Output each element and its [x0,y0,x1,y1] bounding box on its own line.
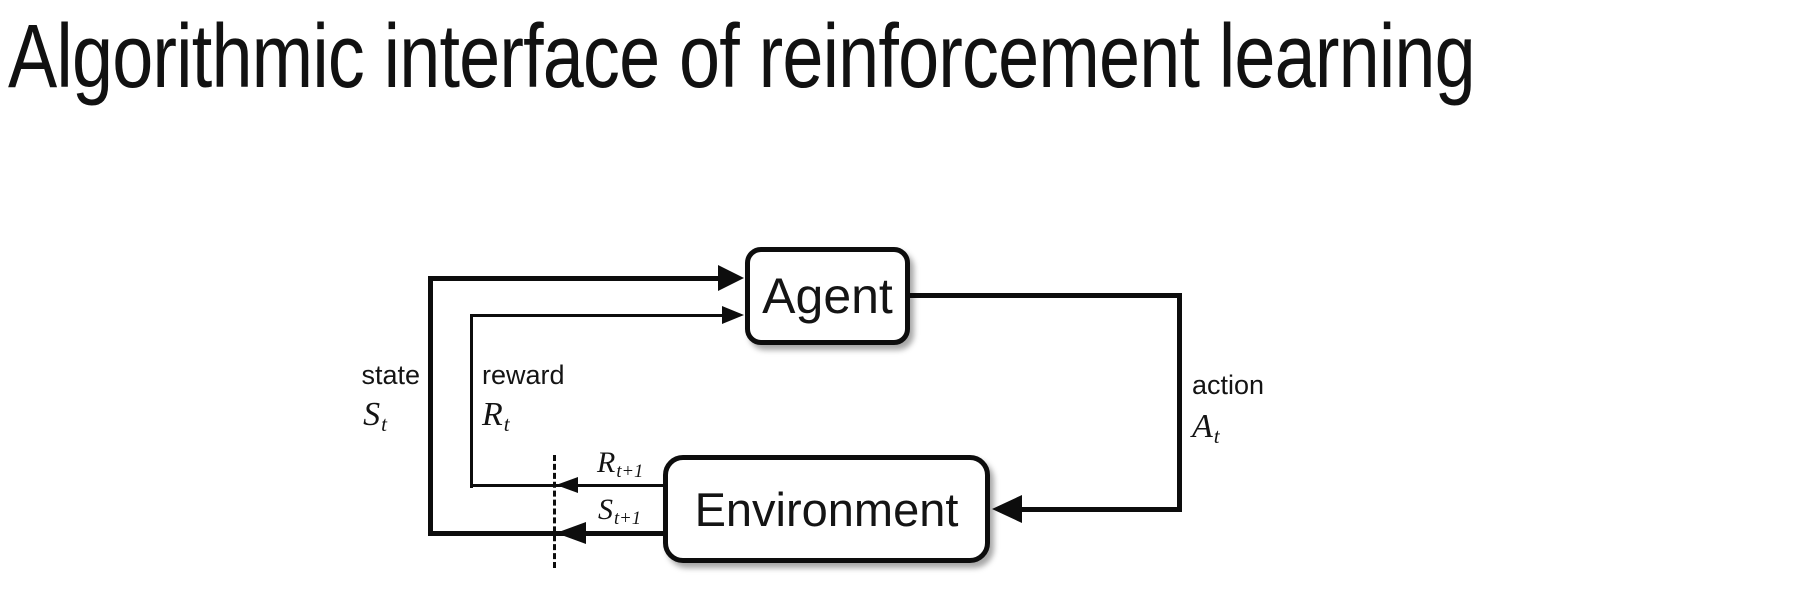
arrowhead-left-icon [556,522,586,544]
action-label: action [1192,370,1265,400]
arrowhead-left-icon [556,477,578,493]
action-path-top-segment [905,293,1182,298]
reward-subscript: t [503,411,510,436]
action-path-right-segment [1177,293,1182,512]
environment-node-label: Environment [694,482,959,536]
arrowhead-left-icon [992,495,1022,523]
action-subscript: t [1213,423,1220,448]
action-symbol: At [1192,408,1220,448]
next-reward-subscript: t+1 [616,461,644,483]
next-state-subscript: t+1 [614,508,642,530]
state-subscript: t [381,411,387,436]
action-path-bottom-segment [1016,507,1182,512]
reward-label: reward [482,360,565,390]
state-path-left-segment [428,276,433,536]
state-path-bottom-segment [428,531,668,536]
state-label: state [361,360,420,390]
arrowhead-right-icon [718,265,744,291]
state-path-top-segment [428,276,720,281]
slide-title: Algorithmic interface of reinforcement l… [8,7,1476,107]
next-state-symbol: St+1 [598,493,642,530]
state-symbol: St [363,396,387,436]
next-reward-symbol: Rt+1 [597,446,644,483]
timestep-dashed-line [553,455,556,568]
reward-path-top-segment [470,314,724,317]
agent-node-label: Agent [762,268,893,324]
environment-node: Environment [663,455,990,563]
reward-path-left-segment [470,314,473,488]
reward-symbol: Rt [482,396,510,436]
arrowhead-right-icon [722,306,744,324]
agent-node: Agent [745,247,910,345]
